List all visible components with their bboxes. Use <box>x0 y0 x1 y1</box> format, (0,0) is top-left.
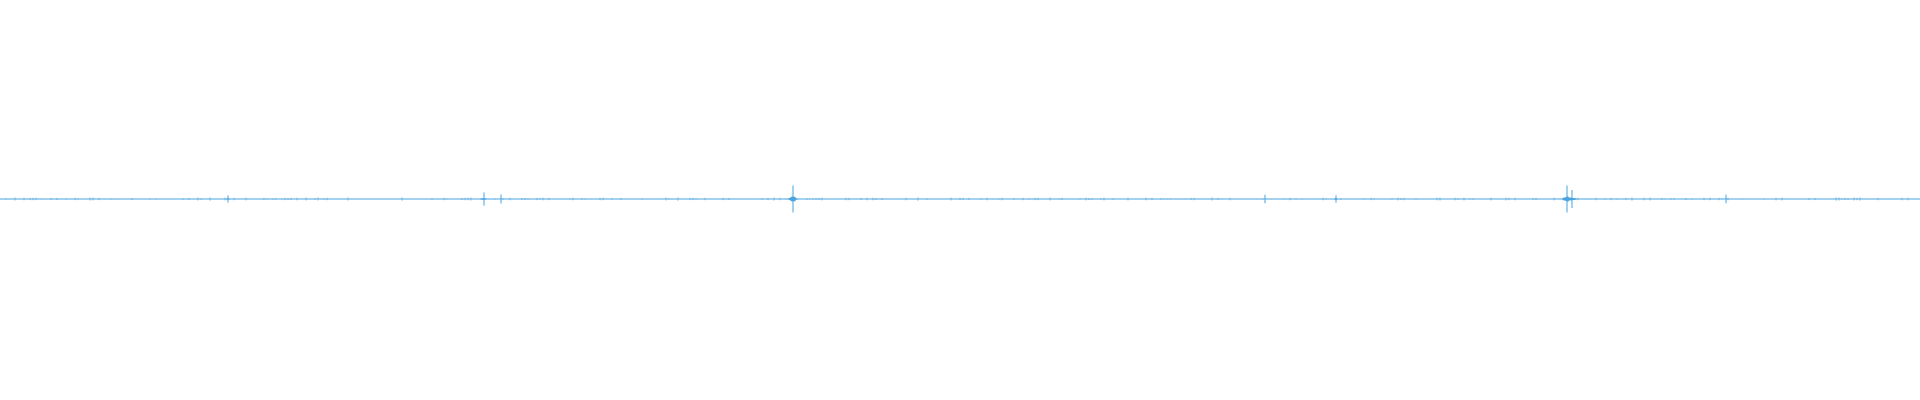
waveform-peaks <box>5 185 1909 213</box>
